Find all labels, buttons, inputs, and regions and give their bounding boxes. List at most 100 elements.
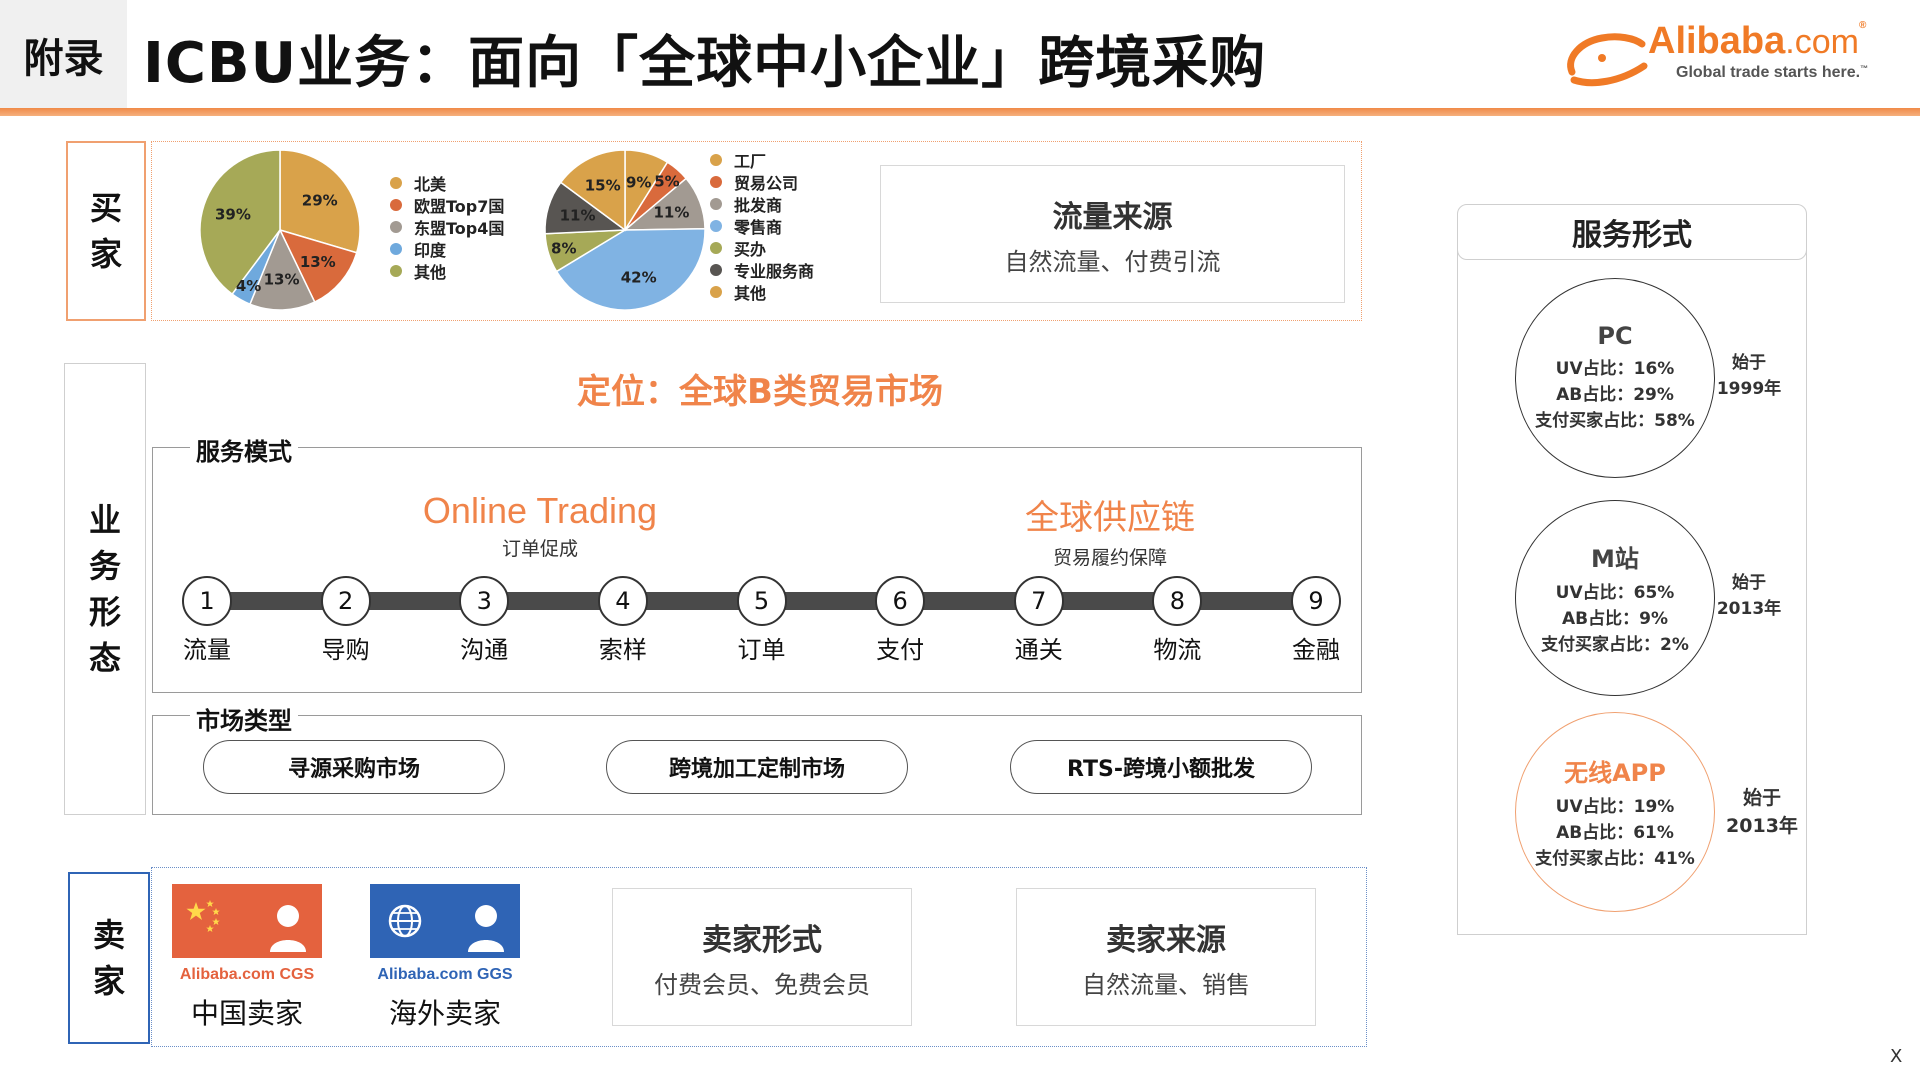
overseas-seller-name: 海外卖家 — [388, 997, 501, 1030]
step-3-circle: 3 — [459, 576, 510, 626]
legend-swatch-icon — [710, 264, 722, 276]
service-mode-title: 服务模式 — [190, 432, 298, 467]
cgs-caption: Alibaba.com CGS — [179, 966, 315, 983]
pc-since-year: 1999年 — [1716, 379, 1782, 399]
buyer-type-slice-label-6: 11% — [560, 207, 596, 225]
alibaba-logo: Alibaba.com® Global trade starts here.™ — [1552, 12, 1912, 96]
business-form-label: 业 务 形 态 — [64, 363, 146, 815]
supply-chain-title: 全球供应链 — [1025, 498, 1195, 538]
buyer-label-char-1: 买 — [89, 189, 122, 227]
seller-form-title: 卖家形式 — [702, 922, 822, 958]
pc-name: PC — [1597, 322, 1633, 350]
app-uv-share: UV占比：19% — [1555, 796, 1675, 817]
region-slice-label-2: 13% — [300, 253, 336, 271]
step-5-label: 订单 — [737, 636, 786, 664]
buyer-region-legend: 北美欧盟Top7国东盟Top4国印度其他 — [390, 172, 504, 282]
step-1-label: 流量 — [183, 636, 231, 664]
app-since-label: 始于 — [1742, 787, 1781, 809]
buyer-type-legend: 工厂贸易公司批发商零售商买办专业服务商其他 — [710, 149, 814, 303]
legend-swatch-icon — [710, 242, 722, 254]
msite-since: 始于 2013年 — [1714, 570, 1784, 622]
service-forms-title: 服务形式 — [1572, 218, 1692, 253]
buyer-label: 买 家 — [66, 141, 146, 321]
step-9-label: 金融 — [1292, 636, 1340, 664]
service-forms-header: 服务形式 — [1457, 204, 1807, 260]
app-name: 无线APP — [1564, 758, 1666, 787]
legend-swatch-icon — [390, 243, 402, 255]
region-slice-label-1: 29% — [302, 191, 338, 209]
legend-label: 其他 — [734, 284, 767, 303]
step-8-circle: 8 — [1152, 576, 1203, 626]
legend-swatch-icon — [710, 286, 722, 298]
region-legend-item-2: 欧盟Top7国 — [390, 194, 504, 216]
buyer-type-slice-label-2: 5% — [654, 173, 679, 191]
header-divider — [0, 108, 1920, 116]
buyer-type-slice-label-5: 8% — [551, 240, 576, 258]
buyer-type-legend-item-7: 其他 — [710, 281, 814, 303]
corner-mark: X — [1890, 1046, 1903, 1067]
market-custom-manufacturing: 跨境加工定制市场 — [606, 740, 908, 794]
logo-tagline: Global trade starts here. — [1676, 64, 1861, 81]
traffic-source-detail: 自然流量、付费引流 — [1004, 247, 1221, 276]
step-4-circle: 4 — [597, 576, 648, 626]
china-seller-name: 中国卖家 — [190, 997, 303, 1030]
legend-label: 东盟Top4国 — [414, 219, 505, 238]
msite-paying-buyer-share: 支付买家占比：2% — [1541, 634, 1689, 655]
pc-paying-buyer-share: 支付买家占比：58% — [1535, 411, 1695, 431]
seller-label: 卖 家 — [68, 872, 150, 1044]
online-trading-title: Online Trading — [422, 490, 658, 531]
buyer-type-legend-item-2: 贸易公司 — [710, 171, 814, 193]
buyer-type-legend-item-6: 专业服务商 — [710, 259, 814, 281]
app-ab-share: AB占比：61% — [1556, 822, 1674, 843]
seller-form-detail: 付费会员、免费会员 — [654, 970, 870, 999]
region-slice-label-4: 4% — [236, 277, 261, 295]
seller-source-title: 卖家来源 — [1106, 922, 1226, 958]
buyer-type-pie-chart: 9%5%11%42%8%11%15% — [544, 149, 706, 311]
msite-since-label: 始于 — [1732, 573, 1766, 593]
global-supply-chain-group: 全球供应链 贸易履约保障 — [950, 490, 1270, 570]
alibaba-smile-icon — [1567, 33, 1648, 87]
page-title: ICBU业务：面向「全球中小企业」跨境采购 — [143, 31, 1267, 96]
region-slice-3 — [249, 228, 316, 311]
market-type-title: 市场类型 — [190, 701, 298, 736]
traffic-source-title: 流量来源 — [1052, 199, 1173, 235]
positioning-headline: 定位：全球B类贸易市场 — [577, 372, 943, 412]
supply-chain-subtitle: 贸易履约保障 — [1052, 547, 1167, 569]
msite-uv-share: UV占比：65% — [1555, 582, 1675, 603]
app-since: 始于 2013年 — [1722, 784, 1802, 840]
china-flag-icon — [186, 900, 220, 932]
legend-swatch-icon — [710, 176, 722, 188]
step-8-label: 物流 — [1153, 636, 1202, 664]
region-legend-item-3: 东盟Top4国 — [390, 216, 504, 238]
legend-label: 北美 — [414, 175, 447, 194]
legend-swatch-icon — [710, 154, 722, 166]
step-3-label: 沟通 — [460, 636, 509, 664]
buyer-type-slice-7 — [559, 149, 626, 232]
business-label-char-1: 业 — [88, 501, 121, 539]
pc-service-circle: PC UV占比：16% AB占比：29% 支付买家占比：58% — [1515, 278, 1715, 478]
legend-label: 印度 — [414, 241, 447, 260]
step-6-label: 支付 — [876, 636, 925, 664]
msite-ab-share: AB占比：9% — [1562, 608, 1668, 629]
legend-swatch-icon — [390, 221, 402, 233]
legend-label: 贸易公司 — [734, 174, 799, 193]
service-mode-panel — [152, 447, 1362, 693]
seller-label-char-2: 家 — [92, 962, 125, 1000]
buyer-type-legend-item-4: 零售商 — [710, 215, 814, 237]
buyer-region-pie-chart: 29%13%13%4%39% — [199, 149, 361, 311]
legend-swatch-icon — [710, 220, 722, 232]
cgs-seller-card: Alibaba.com CGS 中国卖家 — [172, 884, 322, 1034]
globe-icon — [388, 904, 422, 938]
region-slice-label-3: 13% — [264, 271, 300, 289]
legend-swatch-icon — [710, 198, 722, 210]
legend-label: 零售商 — [734, 218, 783, 237]
region-slice-5 — [199, 149, 281, 296]
buyer-type-slice-label-4: 42% — [621, 269, 657, 287]
mobile-site-service-circle: M站 UV占比：65% AB占比：9% 支付买家占比：2% — [1515, 500, 1715, 696]
person-icon — [468, 905, 504, 952]
buyer-label-char-2: 家 — [89, 235, 122, 273]
legend-swatch-icon — [390, 199, 402, 211]
business-label-char-4: 态 — [88, 639, 121, 677]
seller-source-box: 卖家来源 自然流量、销售 — [1016, 888, 1316, 1026]
market-sourcing: 寻源采购市场 — [203, 740, 505, 794]
